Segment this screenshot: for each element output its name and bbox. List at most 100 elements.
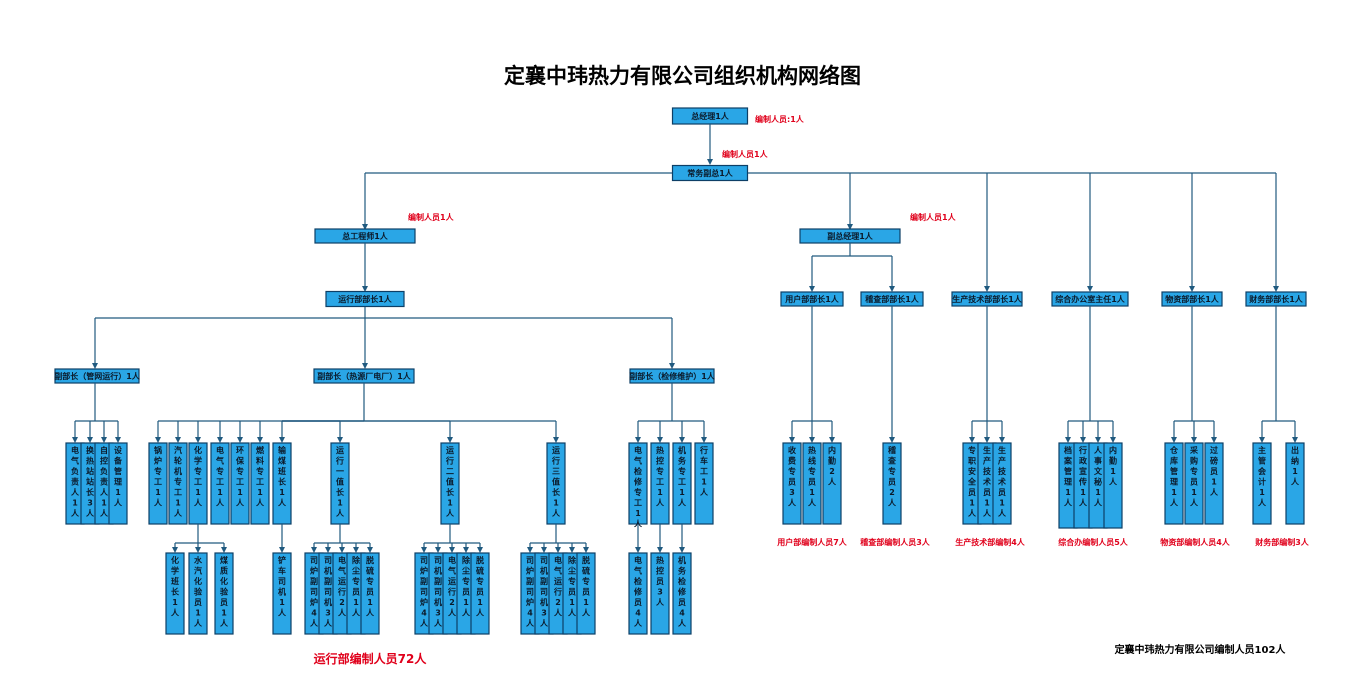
arrow-head xyxy=(999,437,1005,443)
user-staff-2-box xyxy=(822,442,842,525)
executive-vp-box xyxy=(671,164,749,182)
arrow-head xyxy=(87,437,93,443)
staff-note: 财务部编制3人 xyxy=(1254,537,1310,547)
arrow-head xyxy=(449,547,455,553)
heat-staff-3-box xyxy=(210,442,230,525)
arrow-head xyxy=(809,286,815,292)
arrow-head xyxy=(1292,437,1298,443)
prodtech-staff-2-box xyxy=(992,442,1012,525)
arrow-head xyxy=(583,547,589,553)
arrow-head xyxy=(463,547,469,553)
shift-2-sub-4-box xyxy=(576,552,596,635)
arrow-head xyxy=(1211,437,1217,443)
arrow-head xyxy=(217,437,223,443)
heat-staff-1-box xyxy=(168,442,188,525)
arrow-head xyxy=(809,437,815,443)
arrow-head xyxy=(847,224,853,230)
arrow-head xyxy=(657,437,663,443)
heat-staff-5-box xyxy=(250,442,270,525)
chem-sub-1-box xyxy=(188,552,208,635)
staff-note: 物资部编制人员4人 xyxy=(1160,537,1231,547)
audit-staff-0-box xyxy=(882,442,902,525)
arrow-head xyxy=(569,547,575,553)
arrow-head xyxy=(829,437,835,443)
deputy-pipe-label: 副部长（管网运行）1人 xyxy=(54,371,141,381)
arrow-head xyxy=(362,363,368,369)
arrow-head xyxy=(155,437,161,443)
arrow-head xyxy=(1171,437,1177,443)
arrow-head xyxy=(1087,286,1093,292)
arrow-head xyxy=(325,547,331,553)
finance-head-label: 财务部部长1人 xyxy=(1248,294,1304,304)
arrow-head xyxy=(527,547,533,553)
maint-sub-1-box xyxy=(650,552,670,635)
staff-note: 编制人员1人 xyxy=(722,149,769,159)
arrow-head xyxy=(367,547,373,553)
supply-staff-0-box xyxy=(1164,442,1184,525)
pipe-staff-3-box xyxy=(108,442,128,525)
arrow-head xyxy=(1080,437,1086,443)
arrow-head xyxy=(789,437,795,443)
executive-vp-label: 常务副总1人 xyxy=(687,168,734,178)
coal-sub-0-box xyxy=(272,552,292,635)
arrow-head xyxy=(984,286,990,292)
user-head-label: 用户部部长1人 xyxy=(784,294,840,304)
arrow-head xyxy=(657,547,663,553)
arrow-head xyxy=(889,437,895,443)
user-staff-1-box xyxy=(802,442,822,525)
arrow-head xyxy=(555,547,561,553)
arrow-head xyxy=(279,437,285,443)
finance-staff-1-box xyxy=(1285,442,1305,525)
user-staff-0-box xyxy=(782,442,802,525)
staff-note: 用户部编制人员7人 xyxy=(776,537,848,547)
arrow-head xyxy=(195,547,201,553)
maint-sub-0-box xyxy=(628,552,648,635)
staff-note: 稽查部编制人员3人 xyxy=(860,537,931,547)
arrow-head xyxy=(635,547,641,553)
ops-head-label: 运行部部长1人 xyxy=(338,294,393,304)
prodtech-head-label: 生产技术部部长1人 xyxy=(952,294,1023,304)
arrow-head xyxy=(172,547,178,553)
arrow-head xyxy=(195,437,201,443)
arrow-head xyxy=(447,437,453,443)
heat-staff-4-box xyxy=(230,442,250,525)
arrow-head xyxy=(1273,286,1279,292)
chem-sub-0-box xyxy=(165,552,185,635)
maint-staff-3-box xyxy=(694,442,714,525)
deputy-pipe-box xyxy=(54,368,140,384)
